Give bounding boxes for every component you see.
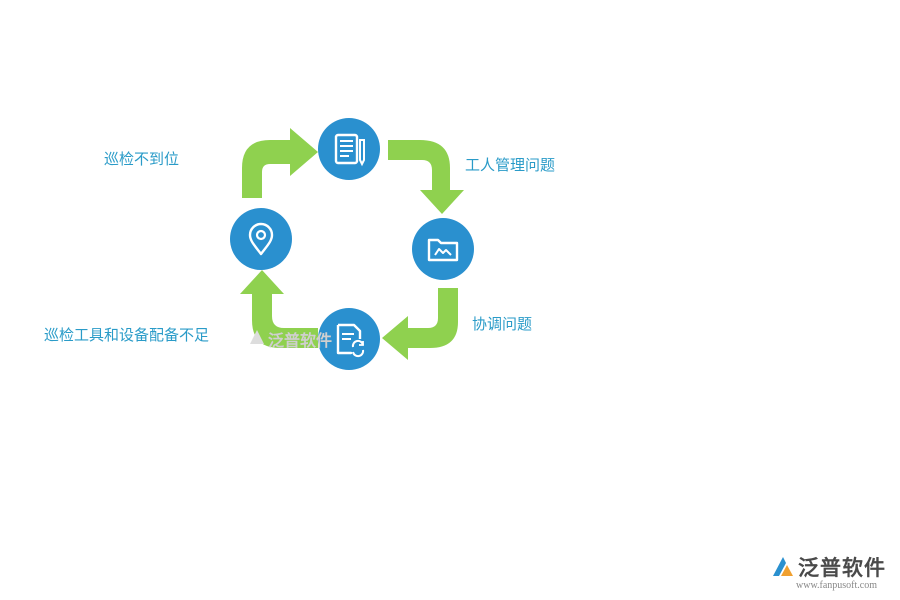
refresh-document-icon: [336, 323, 365, 358]
arrow-top-left: [242, 128, 318, 198]
arrow-top-right: [388, 140, 464, 214]
logo-name: 泛普软件: [798, 556, 886, 580]
logo-mark-icon: [773, 557, 793, 576]
watermark-text: 泛普软件: [268, 331, 333, 350]
arrow-bottom-right: [382, 288, 458, 360]
logo-url: www.fanpusoft.com: [796, 580, 878, 591]
watermark-mark-icon: [250, 330, 264, 344]
label-top-right: 工人管理问题: [465, 156, 556, 174]
label-bottom-left: 巡检工具和设备配备不足: [44, 326, 210, 344]
node-refresh-document: [318, 308, 380, 370]
label-top-left: 巡检不到位: [104, 150, 180, 168]
arrow-bottom-left: [240, 270, 318, 348]
location-pin-icon: [248, 222, 274, 256]
label-bottom-right: 协调问题: [472, 315, 533, 333]
brand-logo: 泛普软件 www.fanpusoft.com: [770, 552, 892, 596]
watermark-logo: [248, 328, 266, 350]
node-document: [318, 118, 380, 180]
folder-icon: [427, 238, 459, 262]
document-pen-icon: [334, 133, 365, 167]
node-folder: [412, 218, 474, 280]
node-location: [230, 208, 292, 270]
